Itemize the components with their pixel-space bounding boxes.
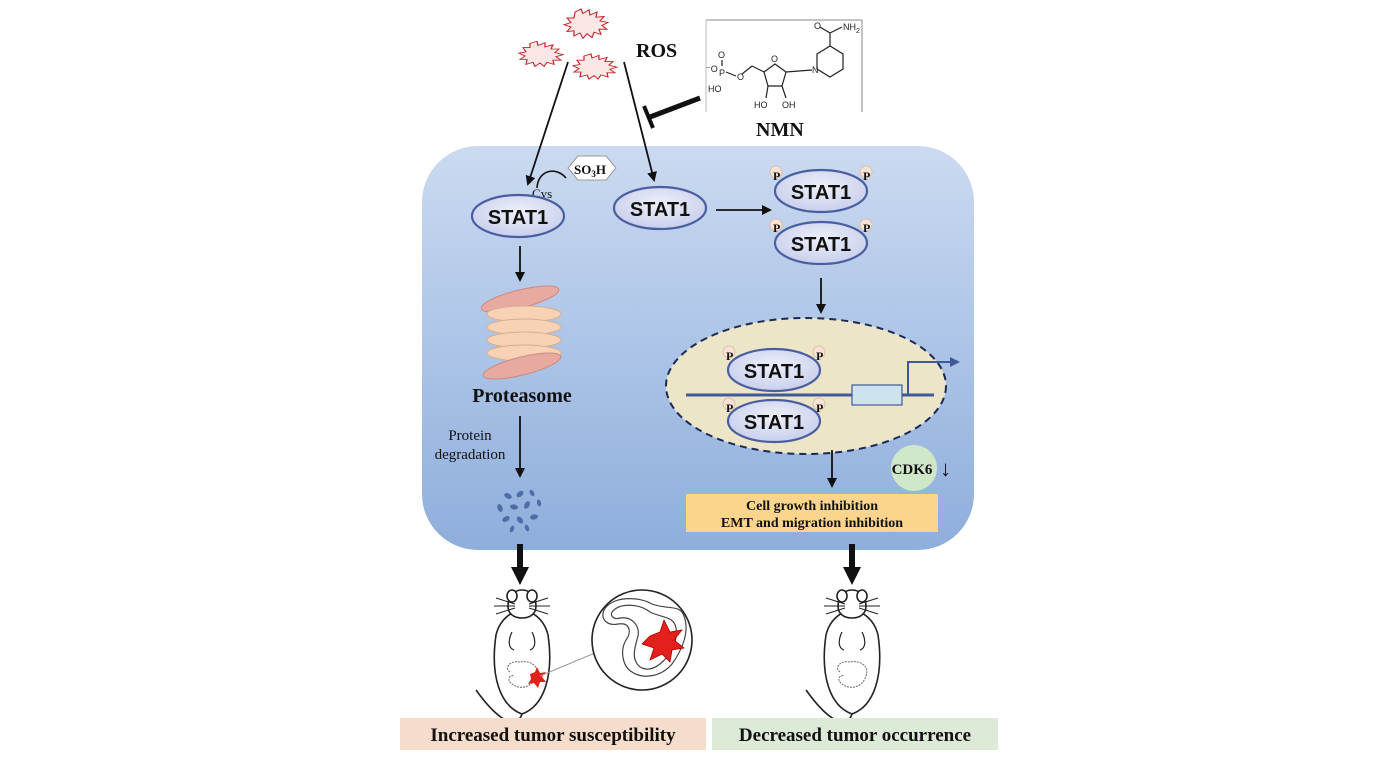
inhibition-banner [686, 494, 938, 532]
ros-star-icon [571, 53, 619, 80]
cdk6-down-arrow: ↓ [940, 456, 951, 481]
zoom-tumor-icon [641, 618, 685, 663]
stat1-nuclear-top-label: STAT1 [744, 361, 804, 383]
stat1-nuclear-bottom-label: STAT1 [744, 412, 804, 434]
protein-degradation-label-2: degradation [435, 447, 506, 463]
emt-migration-inhibition: EMT and migration inhibition [721, 516, 903, 531]
p-label: P [816, 401, 823, 415]
stat1-nuclear-dimer [722, 345, 826, 444]
cdk6-label: CDK6 [892, 462, 933, 478]
so3h-hexagon [567, 155, 617, 181]
nmn-structure: O NH2 N O HO OH O P O ⁻O HO [705, 19, 863, 112]
gene-box [851, 384, 903, 406]
nmn-inhibition-line [649, 95, 701, 120]
nmn-label: NMN [756, 119, 804, 141]
proteasome-label: Proteasome [472, 385, 572, 407]
cell-growth-inhibition: Cell growth inhibition [746, 499, 878, 514]
nmn-o-ring: O [771, 54, 778, 64]
decreased-label-bg [712, 718, 998, 750]
stat1-oxidized [470, 193, 566, 239]
nmn-o-carbonyl: O [814, 21, 821, 31]
mouse-right-icon [805, 589, 881, 723]
mouse-left-icon [475, 589, 551, 723]
p-label: P [863, 221, 870, 235]
zoom-colon [602, 598, 687, 677]
ros-star-icon [517, 40, 565, 68]
nmn-nh2: NH2 [843, 22, 860, 35]
ros-star-icon [562, 8, 610, 40]
protein-degradation-label-1: Protein [448, 428, 492, 444]
stat1-dimer-top-label: STAT1 [791, 182, 851, 204]
stat1-dimer [769, 165, 873, 266]
increased-tumor-label: Increased tumor susceptibility [430, 725, 676, 746]
p-label: P [816, 349, 823, 363]
nmn-o-ester: O [737, 72, 744, 82]
nmn-ho-bottom: HO [754, 100, 768, 110]
ros-label: ROS [636, 40, 677, 62]
p-label: P [726, 401, 733, 415]
stat1-oxidized-label: STAT1 [488, 207, 548, 229]
so3h-label: SO3H [574, 162, 606, 179]
peptide-fragments [497, 489, 542, 533]
p-label: P [726, 349, 733, 363]
nmn-inhibition-bar [642, 105, 655, 129]
zoom-line [539, 649, 603, 677]
stat1-monomer-label: STAT1 [630, 199, 690, 221]
increased-label-bg [400, 718, 706, 750]
nmn-p: P [719, 68, 725, 78]
p-label: P [773, 221, 780, 235]
cdk6-circle [891, 445, 937, 491]
p-label: P [863, 169, 870, 183]
decreased-tumor-label: Decreased tumor occurrence [739, 725, 971, 746]
ros-to-stat1-arrow [623, 61, 657, 182]
stat1-monomer [612, 185, 708, 231]
mouse-left-whiskers [494, 597, 550, 615]
mouse-left-tumor-icon [528, 667, 546, 688]
zoom-circle [591, 589, 693, 691]
p-label: P [773, 169, 780, 183]
nmn-oh-bottom: OH [782, 100, 796, 110]
nmn-o-minus: ⁻O [706, 64, 718, 74]
nmn-ho-phosphate: HO [708, 84, 722, 94]
stat1-dimer-bottom-label: STAT1 [791, 234, 851, 256]
proteasome-icon [480, 285, 562, 380]
cys-curve [536, 170, 567, 189]
ros-to-oxidized-stat1-arrow [525, 61, 569, 186]
nmn-nplus: N [812, 65, 819, 75]
nmn-o-top: O [718, 50, 725, 60]
mouse-right-whiskers [824, 597, 880, 615]
transcription-arrow [907, 357, 960, 395]
mouse-right-colon [837, 661, 868, 688]
